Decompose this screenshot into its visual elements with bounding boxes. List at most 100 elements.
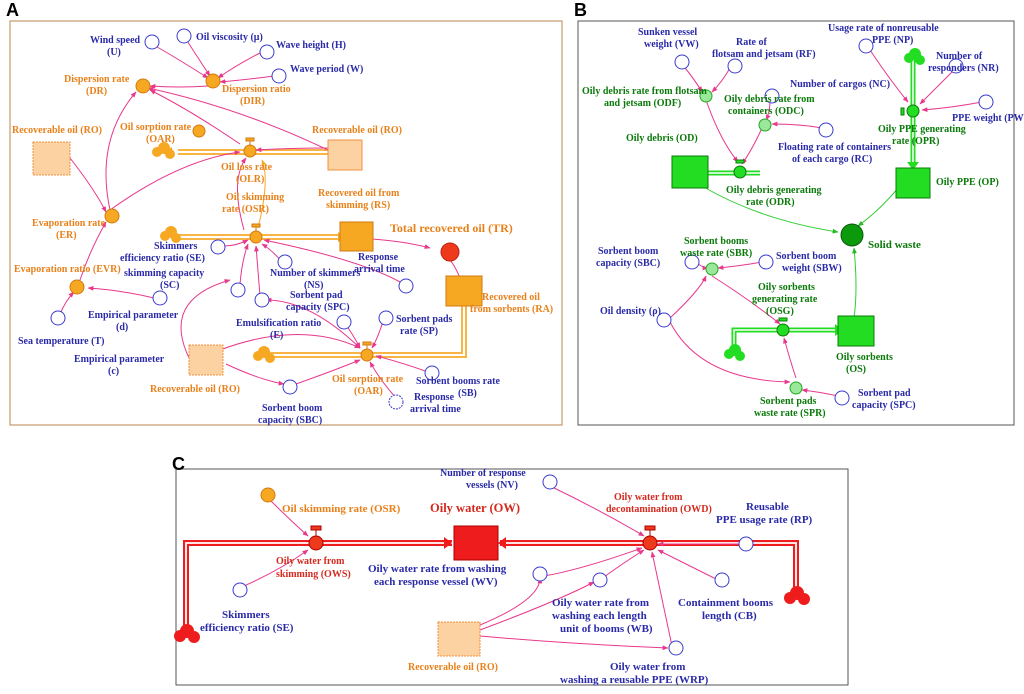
- label-oily-water-washing-booms-2: washing each length: [552, 610, 647, 622]
- valve-icon: [249, 223, 263, 244]
- label-oily-water: Oily water (OW): [430, 501, 520, 515]
- label-oily-debris-generating-2: rate (ODR): [746, 197, 795, 208]
- svg-text:skimming capacity(SC): skimming capacity(SC): [124, 268, 204, 291]
- label-response-arrival-bottom: Response: [414, 392, 455, 403]
- svg-text:Solid waste: Solid waste: [868, 239, 921, 251]
- label-empirical-c: Empirical parameter: [74, 354, 165, 365]
- label-skimming-capacity-2: (SC): [160, 280, 179, 291]
- aux-oil-skimming-rate-c: [260, 487, 276, 503]
- label-oil-sorption-bottom-2: (OAR): [354, 386, 383, 397]
- label-sea-temperature: Sea temperature (T): [18, 336, 104, 347]
- label-sunken-vessel: Sunken vessel: [638, 27, 697, 38]
- label-oily-sorbents-2: (OS): [846, 364, 866, 375]
- label-oily-debris-generating: Oily debris generating: [726, 185, 822, 196]
- label-skimmers-efficiency-c: Skimmers: [222, 609, 270, 621]
- label-sorbent-pads-rate: Sorbent pads: [396, 314, 453, 325]
- label-oily-sorbents-generating-3: (OSG): [766, 306, 794, 317]
- label-oily-ppe-generating: Oily PPE generating: [878, 124, 966, 135]
- cloud-icon: [253, 346, 275, 363]
- label-oily-debris-odc: Oily debris rate from: [724, 94, 815, 105]
- stock-recoverable-oil-left: [32, 141, 71, 176]
- aux-odc: [758, 118, 772, 132]
- label-evaporation-rate-2: (ER): [56, 230, 77, 241]
- panel-letter-c: C: [172, 454, 185, 474]
- label-empirical-d-2: (d): [116, 322, 128, 333]
- aux-oil-sorption-rate-top: [192, 124, 206, 138]
- label-oily-ppe: Oily PPE (OP): [936, 177, 999, 188]
- panel-c-inputs: [232, 474, 754, 656]
- svg-text:Total recovered oil (TR): Total recovered oil (TR): [390, 221, 513, 235]
- svg-text:Oily water (OW): Oily water (OW): [430, 501, 520, 515]
- svg-text:Empirical parameter(d): Empirical parameter(d): [88, 310, 179, 333]
- cloud-icon: [784, 586, 810, 605]
- svg-text:Oily sorbents(OS): Oily sorbents(OS): [836, 352, 893, 375]
- aux-spr: [789, 381, 803, 395]
- valve-icon: [243, 137, 257, 158]
- aux-evaporation-rate: [104, 208, 120, 224]
- label-ppe-weight: PPE weight (PW): [952, 113, 1024, 124]
- label-oily-debris-odf-2: and jetsam (ODF): [604, 98, 681, 109]
- svg-text:Oil loss rate(OLR): Oil loss rate(OLR): [221, 162, 273, 185]
- panel-c: C: [172, 454, 849, 686]
- label-empirical-d: Empirical parameter: [88, 310, 179, 321]
- label-containment-booms-2: length (CB): [702, 610, 757, 622]
- label-sorbent-booms-waste-2: waste rate (SBR): [680, 248, 752, 259]
- label-sorbent-boom-weight-2: weight (SBW): [782, 263, 842, 274]
- label-oily-debris-odf: Oily debris rate from flotsam: [582, 86, 707, 97]
- stock-recoverable-oil-c: [437, 621, 481, 657]
- label-number-responders-2: responders (NR): [928, 63, 999, 74]
- aux-dispersion-rate: [135, 78, 151, 94]
- svg-text:Number of cargos (NC): Number of cargos (NC): [790, 79, 890, 90]
- label-oily-water-skimming-2: skimming (OWS): [276, 569, 351, 580]
- label-sorbent-pad-capacity-2: capacity (SPC): [286, 302, 350, 313]
- aux-evaporation-ratio: [69, 279, 85, 295]
- valve-icon: [642, 525, 658, 551]
- panel-b-inputs: [656, 38, 994, 406]
- label-oily-debris-odc-2: containers (ODC): [728, 106, 804, 117]
- label-dispersion-ratio: Dispersion ratio: [222, 84, 291, 95]
- panel-b: B: [574, 0, 1024, 426]
- label-reusable-ppe: Reusable: [746, 501, 789, 513]
- label-sorbent-pad-capacity-b-2: capacity (SPC): [852, 400, 916, 411]
- svg-text:Dispersion rate(DR): Dispersion rate(DR): [64, 74, 130, 97]
- cloud-icon: [152, 142, 175, 159]
- label-sorbent-pad-capacity: Sorbent pad: [290, 290, 343, 301]
- label-oily-ppe-generating-2: rate (OPR): [892, 136, 939, 147]
- svg-text:Oil sorption rate(OAR): Oil sorption rate(OAR): [332, 374, 404, 397]
- label-number-response-vessels: Number of response: [440, 468, 526, 479]
- label-number-of-skimmers: Number of skimmers: [270, 268, 360, 279]
- label-dispersion-rate-2: (DR): [86, 86, 107, 97]
- label-total-recovered-oil: Total recovered oil (TR): [390, 221, 513, 235]
- svg-text:Wave height (H): Wave height (H): [276, 40, 346, 51]
- label-floating-rate-2: of each cargo (RC): [792, 154, 872, 165]
- label-wind-speed-2: (U): [107, 47, 121, 58]
- label-skimmers-efficiency: Skimmers: [154, 241, 197, 252]
- label-number-responders: Number of: [936, 51, 983, 62]
- svg-text:Dispersion ratio(DIR): Dispersion ratio(DIR): [222, 84, 291, 107]
- svg-text:Recoverable oil (RO): Recoverable oil (RO): [150, 384, 240, 395]
- label-emulsification-ratio: Emulsification ratio: [236, 318, 321, 329]
- label-usage-rate-2: PPE (NP): [872, 35, 913, 46]
- svg-text:Recoverable oil (RO): Recoverable oil (RO): [312, 125, 402, 136]
